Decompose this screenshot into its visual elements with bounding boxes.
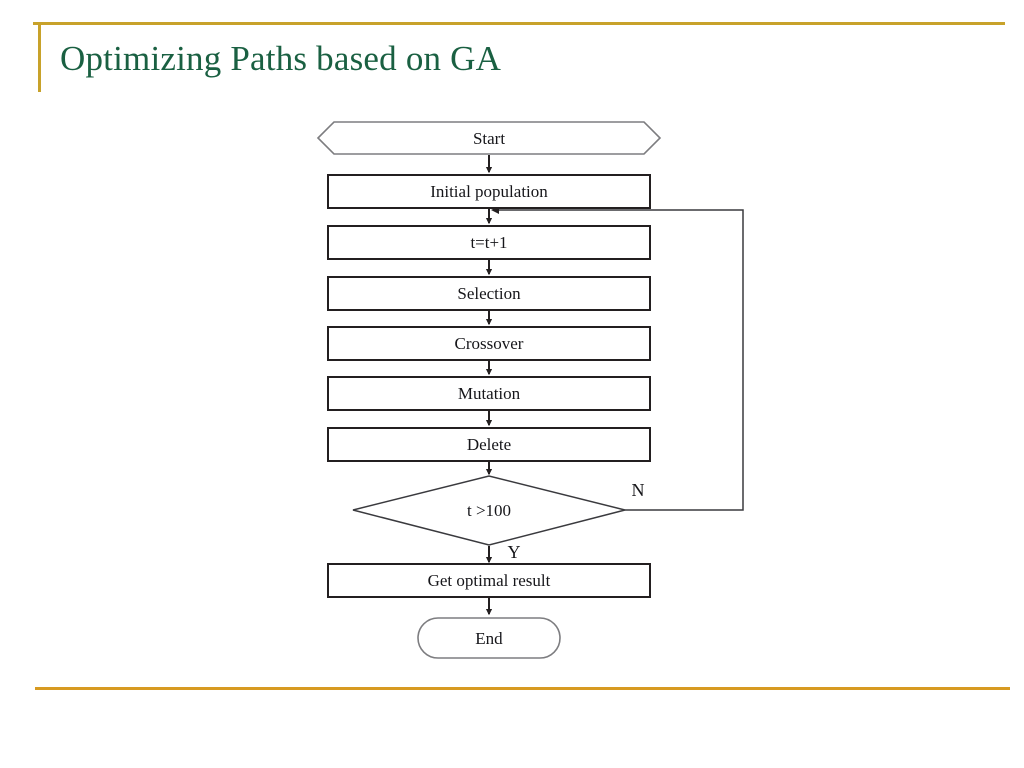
node-mutation-label: Mutation bbox=[458, 384, 521, 403]
node-result-shape bbox=[327, 563, 651, 598]
title-top-rule bbox=[33, 22, 1005, 25]
node-init-label: Initial population bbox=[430, 182, 548, 201]
node-selection-label: Selection bbox=[457, 284, 521, 303]
node-start-shape bbox=[316, 121, 662, 155]
node-condition-label: t >100 bbox=[467, 501, 511, 520]
node-delete-shape bbox=[327, 427, 651, 462]
branch-label-yes: Y bbox=[508, 542, 521, 562]
node-result-label: Get optimal result bbox=[428, 571, 551, 590]
footer-rule bbox=[35, 687, 1010, 690]
node-start-label: Start bbox=[473, 129, 505, 148]
node-crossover-shape bbox=[327, 326, 651, 361]
branch-label-no: N bbox=[632, 480, 645, 500]
node-end-shape bbox=[417, 617, 561, 659]
node-delete-label: Delete bbox=[467, 435, 511, 454]
node-condition-shape bbox=[352, 475, 626, 546]
page-title: Optimizing Paths based on GA bbox=[60, 39, 502, 78]
title-left-rule bbox=[38, 22, 41, 92]
node-mutation-shape bbox=[327, 376, 651, 411]
node-crossover-label: Crossover bbox=[455, 334, 524, 353]
node-end-label: End bbox=[475, 629, 503, 648]
node-selection-shape bbox=[327, 276, 651, 311]
edge-condition-no-loopback bbox=[497, 209, 744, 511]
node-increment-label: t=t+1 bbox=[470, 233, 507, 252]
node-increment-shape bbox=[327, 225, 651, 260]
node-init-shape bbox=[327, 174, 651, 209]
